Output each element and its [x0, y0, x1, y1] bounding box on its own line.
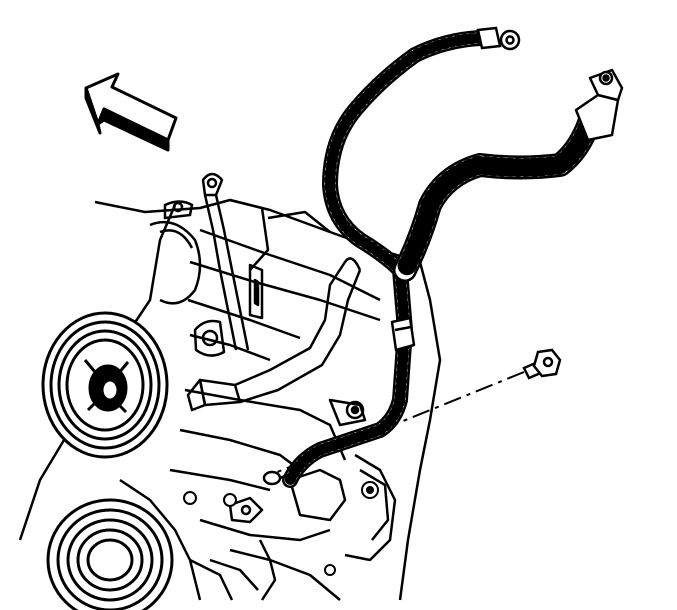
lower-pulley: [46, 498, 174, 610]
fasteners: [183, 481, 379, 576]
engine-block: [18, 198, 442, 601]
ground-strap: [201, 172, 250, 351]
wiring-harness: [282, 30, 602, 488]
installation-line: [269, 371, 525, 476]
ground-eyelet: [262, 468, 301, 486]
connector: [390, 68, 624, 352]
bolt: [522, 348, 562, 380]
direction-arrow: [84, 72, 178, 152]
power-steering-pulley: [149, 200, 202, 305]
crankshaft-pulley: [41, 311, 169, 459]
coolant-pipe: [186, 257, 362, 412]
ring-terminal: [476, 26, 521, 51]
